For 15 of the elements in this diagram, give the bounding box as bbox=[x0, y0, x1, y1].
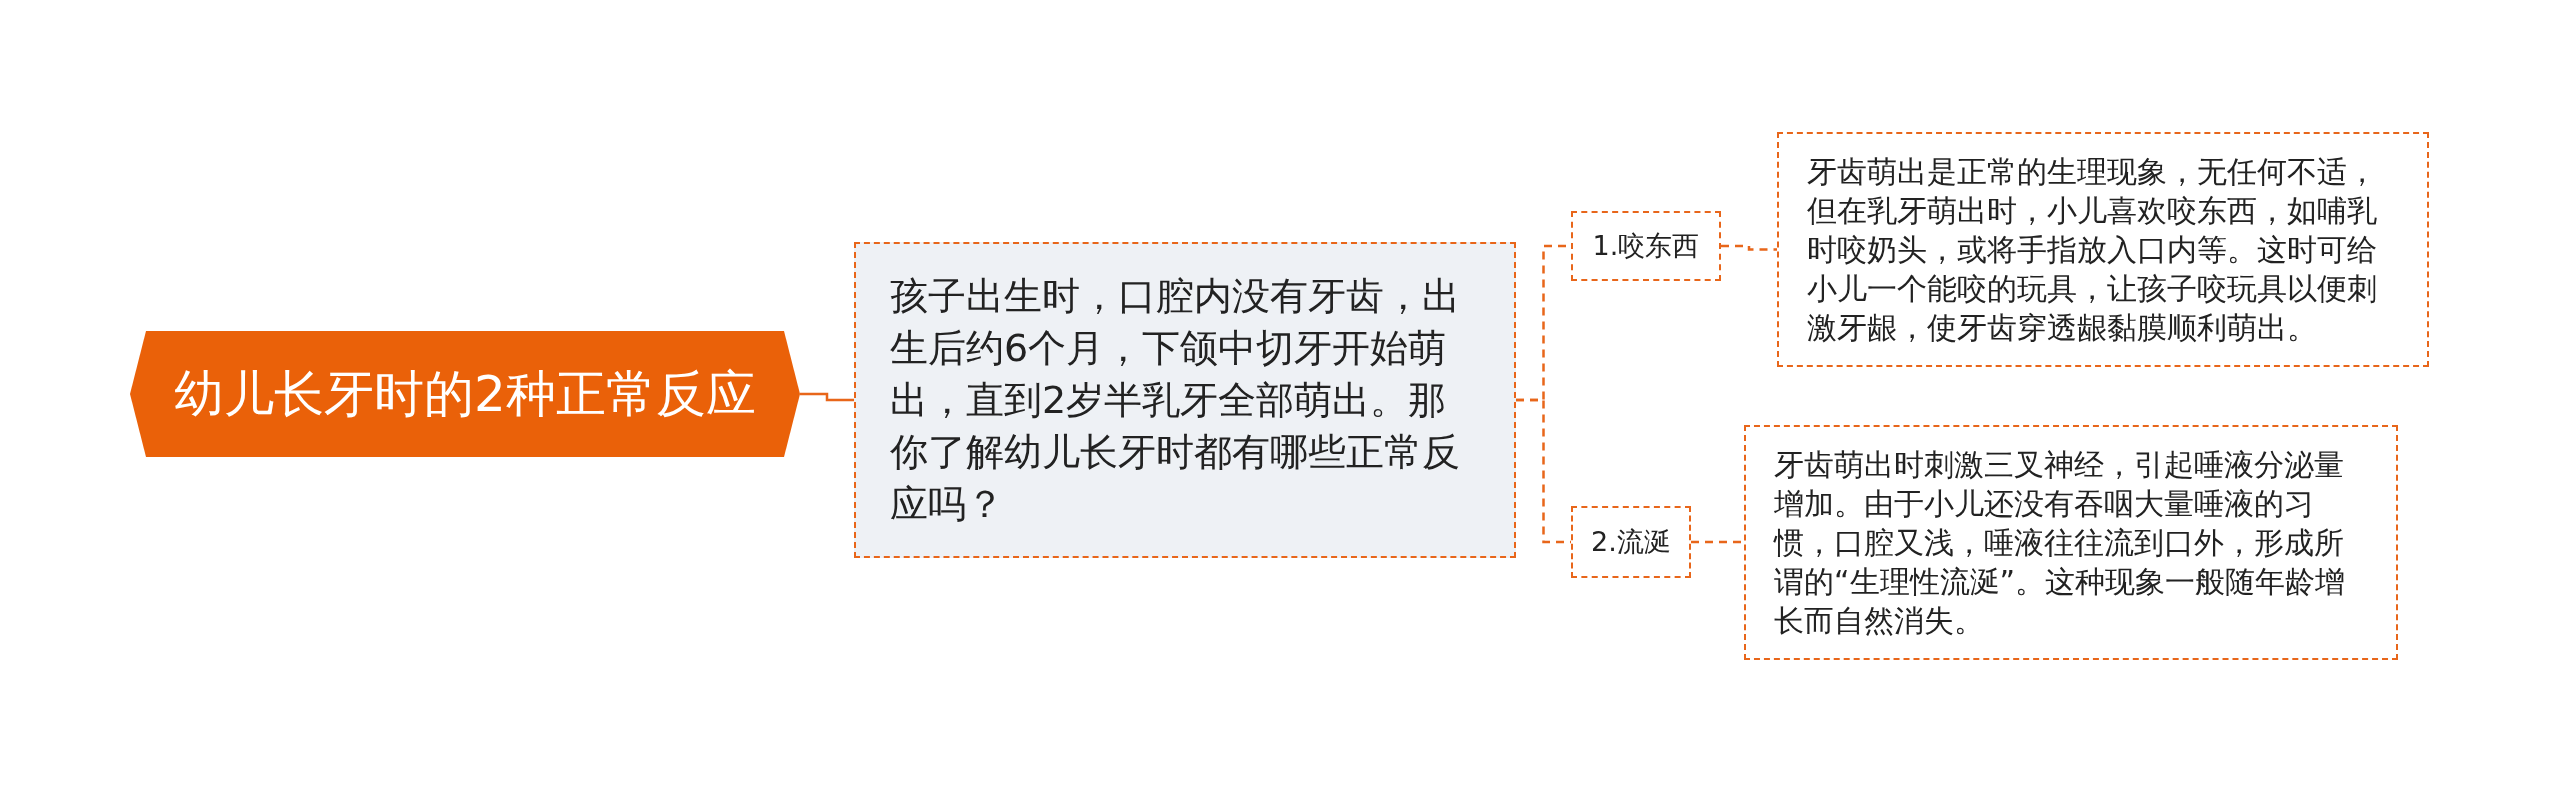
node-text: 1.咬东西 bbox=[1592, 228, 1700, 263]
node-text: 牙齿萌出时刺激三叉神经，引起唾液分泌量增加。由于小儿还没有吞咽大量唾液的习惯，口腔又浅，唾液往往流到口外，形成所谓的“生理性流涎”。这种现象一般随年龄增长而自然消失。 bbox=[1774, 446, 2347, 640]
branch-box bbox=[1571, 506, 1691, 578]
node-text: 2.流涎 bbox=[1591, 524, 1671, 559]
detail-box bbox=[1744, 425, 2398, 660]
connector-line bbox=[800, 392, 854, 402]
connector-line bbox=[1691, 540, 1744, 544]
node-text: 幼儿长牙时的2种正常反应 bbox=[174, 363, 756, 425]
node-text: 孩子出生时，口腔内没有牙齿，出生后约6个月，下颌中切牙开始萌出，直到2岁半乳牙全部萌出。那你了解幼儿长牙时都有哪些正常反应吗？ bbox=[890, 273, 1461, 528]
branch-box bbox=[1571, 211, 1721, 281]
intro-box bbox=[854, 242, 1516, 558]
connector-line bbox=[1721, 244, 1777, 251]
detail-box bbox=[1777, 132, 2429, 367]
node-text: 牙齿萌出是正常的生理现象，无任何不适，但在乳牙萌出时，小儿喜欢咬东西，如哺乳时咬奶头，或将手指放入口内等。这时可给小儿一个能咬的玩具，让孩子咬玩具以便刺激牙龈，使牙齿穿透龈黏膜顺利萌出。 bbox=[1807, 153, 2378, 347]
connector-line bbox=[1516, 398, 1571, 544]
